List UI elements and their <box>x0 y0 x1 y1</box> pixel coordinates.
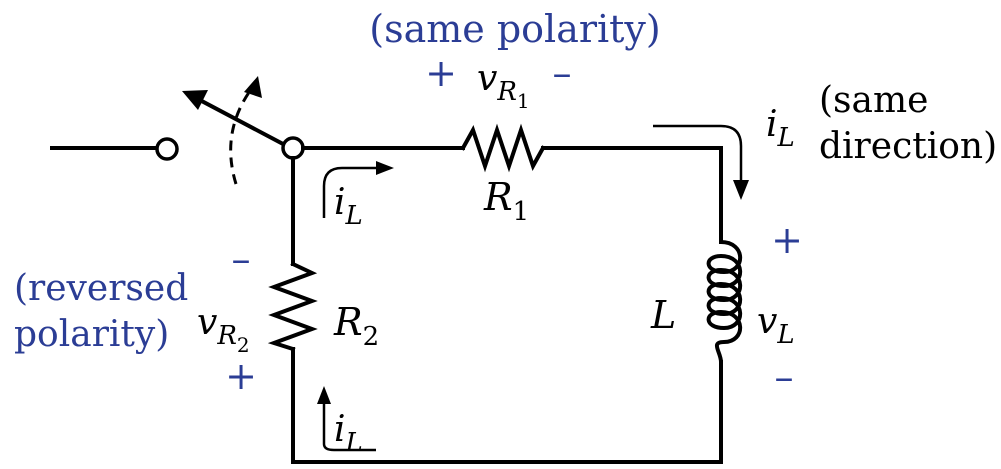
current-arrow-left-top-path <box>322 166 378 218</box>
current-arrow-left-bottom-icon <box>317 386 331 404</box>
switch-blade-arrow-icon <box>182 90 208 110</box>
r1-label: R1 <box>483 175 529 227</box>
resistor-r1 <box>460 123 546 173</box>
reversed-polarity-line2: polarity) <box>14 314 169 355</box>
v-r2-minus: – <box>232 237 251 281</box>
current-arrow-left-top-icon <box>376 161 394 175</box>
switch-blade <box>193 95 286 147</box>
current-arrow-right-path <box>653 124 743 184</box>
v-r2-label: vR2 <box>197 302 250 357</box>
v-r1-minus: – <box>553 51 572 95</box>
current-arrow-right-icon <box>733 180 749 200</box>
v-r1-plus: + <box>425 51 457 95</box>
v-l-plus: + <box>771 218 803 262</box>
top-wire-right <box>541 146 723 244</box>
inductor-l <box>706 239 743 365</box>
same-polarity-label: (same polarity) <box>369 7 660 51</box>
r2-label: R2 <box>333 300 379 352</box>
reversed-polarity-line1: (reversed <box>14 268 188 309</box>
switch-motion-arrow-icon <box>244 76 262 98</box>
v-r1-label: vR1 <box>477 58 530 113</box>
bottom-wire <box>291 347 723 464</box>
i-l-left-bottom-label: iL <box>334 409 363 458</box>
same-direction-line2: direction) <box>819 126 997 167</box>
v-r2-plus: + <box>225 354 257 398</box>
inductor-l-label: L <box>650 293 676 337</box>
v-l-minus: – <box>775 355 794 399</box>
switch-contact-right <box>281 136 305 160</box>
current-arrow-left-bottom-tail <box>322 443 376 452</box>
switch-contact-left <box>155 137 179 161</box>
same-direction-line1: (same <box>819 80 928 121</box>
resistor-r2 <box>267 261 318 352</box>
i-l-left-top-label: iL <box>334 182 363 231</box>
v-l-label: vL <box>757 301 795 350</box>
i-l-top-right-label: iL <box>766 104 795 153</box>
switch-motion-arc <box>229 87 254 185</box>
